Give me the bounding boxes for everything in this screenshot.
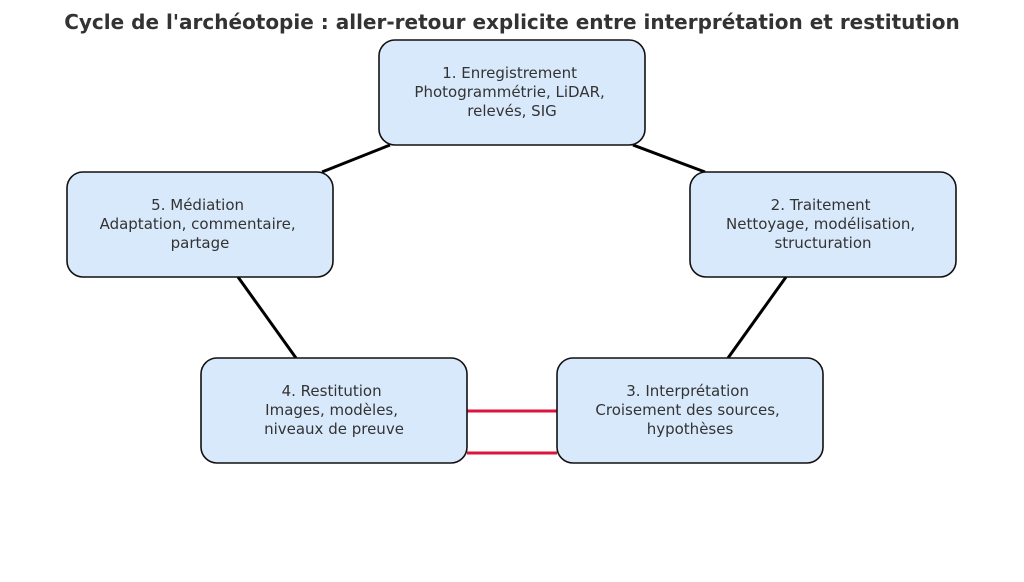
node-enregistrement: 1. Enregistrement Photogrammétrie, LiDAR… bbox=[378, 39, 646, 146]
node-desc: Images, modèles, bbox=[265, 401, 398, 419]
node-desc: Croisement des sources, bbox=[595, 401, 779, 419]
node-title: 5. Médiation bbox=[151, 196, 244, 214]
node-interpretation: 3. Interprétation Croisement des sources… bbox=[556, 357, 824, 464]
svg-text:3. Interprétation Croise: 3. Interprétation Croisement des sources… bbox=[595, 382, 784, 438]
node-desc: partage bbox=[171, 234, 230, 252]
node-title: 4. Restitution bbox=[282, 382, 382, 400]
node-traitement: 2. Traitement Nettoyage, modélisation, s… bbox=[689, 171, 957, 278]
edge-1-5 bbox=[321, 143, 391, 174]
diagram-title: Cycle de l'archéotopie : aller-retour ex… bbox=[64, 10, 960, 34]
edge-5-4 bbox=[236, 276, 298, 359]
edge-1-2 bbox=[632, 143, 706, 174]
node-desc: Adaptation, commentaire, bbox=[100, 215, 296, 233]
node-mediation: 5. Médiation Adaptation, commentaire, pa… bbox=[66, 171, 334, 278]
node-desc: relevés, SIG bbox=[467, 102, 557, 120]
svg-text:4. Restitution Images, m: 4. Restitution Images, modèles, niveaux … bbox=[264, 382, 404, 438]
edge-2-3 bbox=[726, 276, 788, 359]
node-desc: hypothèses bbox=[647, 420, 734, 438]
node-desc: structuration bbox=[774, 234, 871, 252]
node-desc: Photogrammétrie, LiDAR, bbox=[414, 83, 604, 101]
node-title: 2. Traitement bbox=[771, 196, 871, 214]
svg-text:5. Médiation Adaptation,: 5. Médiation Adaptation, commentaire, pa… bbox=[100, 196, 301, 252]
node-title: 3. Interprétation bbox=[626, 382, 749, 400]
svg-text:2. Traitement Nettoyage,: 2. Traitement Nettoyage, modélisation, s… bbox=[726, 196, 920, 252]
node-desc: niveaux de preuve bbox=[264, 420, 404, 438]
node-restitution: 4. Restitution Images, modèles, niveaux … bbox=[200, 357, 468, 464]
svg-text:1. Enregistrement Photog: 1. Enregistrement Photogrammétrie, LiDAR… bbox=[414, 64, 609, 120]
node-title: 1. Enregistrement bbox=[442, 64, 577, 82]
node-desc: Nettoyage, modélisation, bbox=[726, 215, 915, 233]
